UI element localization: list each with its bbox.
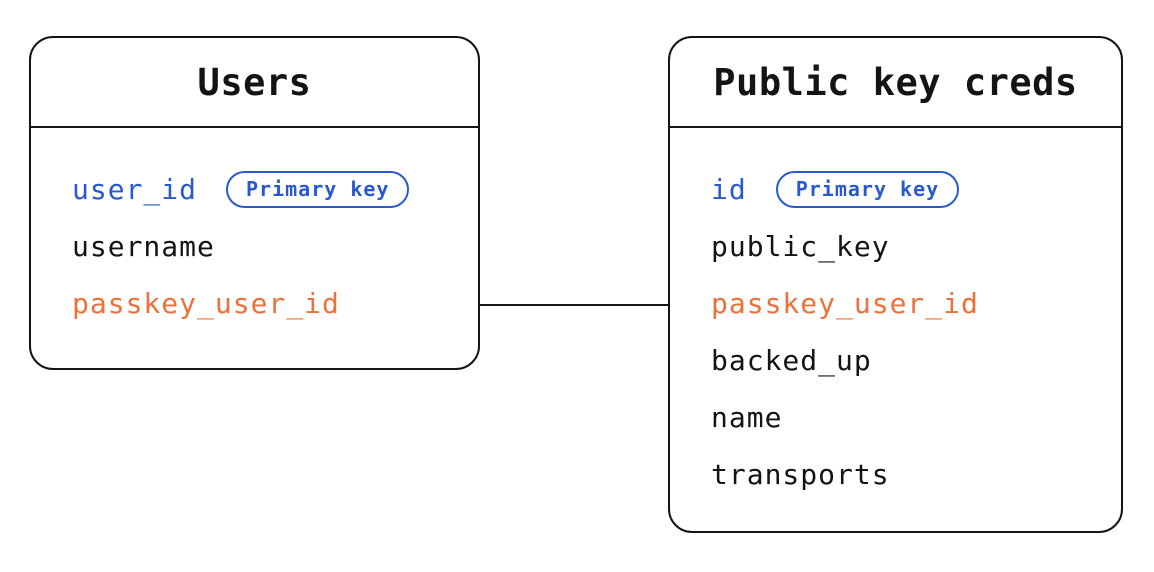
field-name: id (711, 173, 747, 206)
field-name: passkey_user_id (72, 287, 340, 320)
field-row-name: name (711, 389, 1121, 446)
creds-table-title: Public key creds (713, 60, 1078, 104)
users-table-header: Users (31, 38, 478, 128)
field-row-passkey-user-id: passkey_user_id (711, 275, 1121, 332)
field-name: username (72, 230, 215, 263)
creds-table-fields: id Primary key public_key passkey_user_i… (670, 128, 1121, 503)
creds-table-header: Public key creds (670, 38, 1121, 128)
users-table-title: Users (197, 60, 312, 104)
field-name: user_id (72, 173, 198, 206)
field-row-public-key: public_key (711, 218, 1121, 275)
field-name: name (711, 401, 783, 434)
field-row-username: username (72, 218, 478, 275)
table-node-public-key-creds[interactable]: Public key creds id Primary key public_k… (668, 36, 1123, 533)
field-name: backed_up (711, 344, 872, 377)
field-name: public_key (711, 230, 890, 263)
field-row-passkey-user-id: passkey_user_id (72, 275, 478, 332)
users-table-fields: user_id Primary key username passkey_use… (31, 128, 478, 332)
field-name: transports (711, 458, 890, 491)
primary-key-badge: Primary key (226, 171, 410, 208)
field-row-id: id Primary key (711, 161, 1121, 218)
field-row-backed-up: backed_up (711, 332, 1121, 389)
field-row-transports: transports (711, 446, 1121, 503)
primary-key-badge: Primary key (775, 171, 960, 208)
field-row-user-id: user_id Primary key (72, 161, 478, 218)
relationship-line[interactable] (480, 304, 668, 306)
field-name: passkey_user_id (711, 287, 979, 320)
table-node-users[interactable]: Users user_id Primary key username passk… (29, 36, 480, 370)
